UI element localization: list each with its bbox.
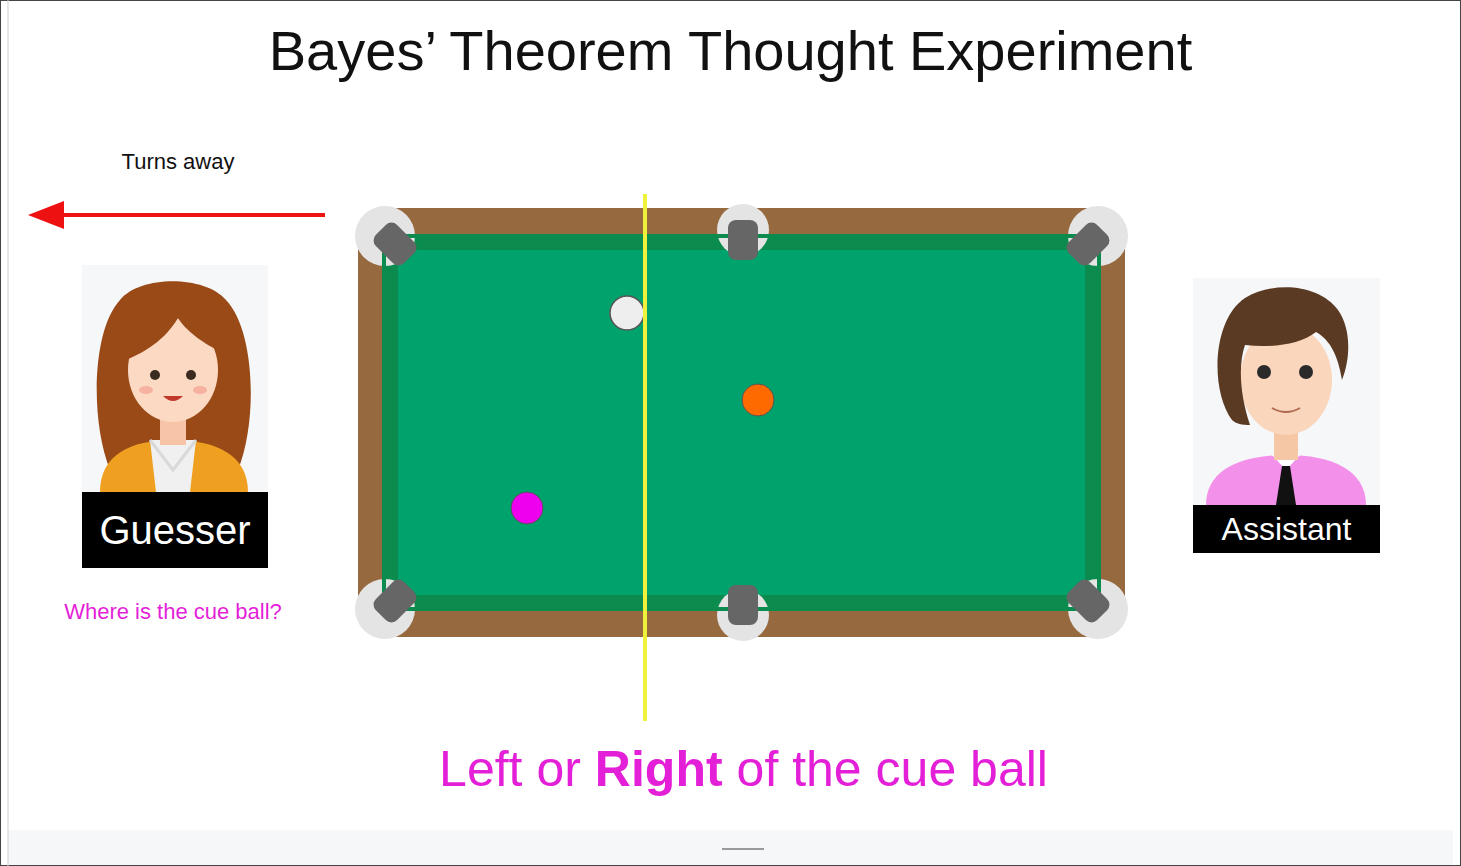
divider-line xyxy=(643,194,647,721)
caption-part: Left or xyxy=(439,740,581,798)
assistant-avatar xyxy=(1193,278,1380,506)
guesser-avatar xyxy=(82,265,268,493)
arrow-note: Turns away xyxy=(122,149,235,175)
node-label: Assistant xyxy=(1222,511,1352,548)
bottom-bar xyxy=(8,830,1453,865)
caption-part: of the cue ball xyxy=(737,740,1048,798)
question-note: Where is the cue ball? xyxy=(64,599,282,625)
caption-row: Left orRightof the cue ball xyxy=(0,740,1461,798)
name-tag: Assistant xyxy=(1193,505,1380,553)
title: Bayes’ Theorem Thought Experiment xyxy=(0,18,1461,83)
slide-edge xyxy=(8,0,9,866)
name-tag: Guesser xyxy=(82,492,268,568)
node-label: Guesser xyxy=(99,508,250,553)
pool-table xyxy=(355,204,1128,641)
turn-arrow xyxy=(28,201,325,229)
caption-emphasis: Right xyxy=(595,740,723,798)
bar-handle xyxy=(722,848,764,850)
